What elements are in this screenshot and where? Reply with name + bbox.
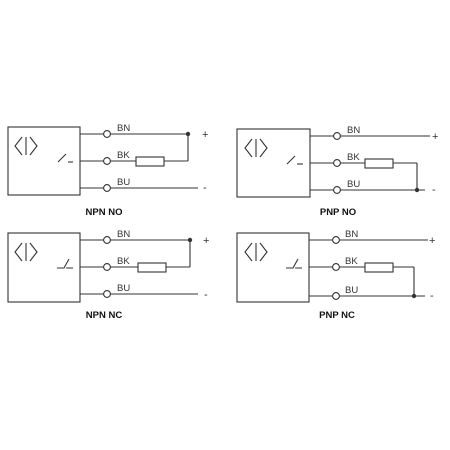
- plus-sign: +: [202, 129, 208, 141]
- wire-label-bu: BU: [117, 283, 130, 294]
- sensor-symbol-icon: [244, 138, 268, 158]
- minus-sign: -: [430, 290, 434, 302]
- load-resistor: [364, 262, 394, 273]
- terminal-bu: [332, 292, 340, 300]
- diagram-npn-nc: BN BK BU + - NPN NC: [7, 229, 209, 321]
- wire-label-bn: BN: [117, 229, 130, 240]
- terminal-bn: [332, 236, 340, 244]
- wire-label-bu: BU: [347, 179, 360, 190]
- terminal-bn: [103, 236, 111, 244]
- junction-dot: [411, 293, 417, 299]
- wire-label-bn: BN: [345, 229, 358, 240]
- terminal-bn: [103, 130, 111, 138]
- sensor-symbol-icon: [14, 242, 38, 262]
- terminal-bu: [103, 184, 111, 192]
- diagram-title: PNP NC: [319, 310, 355, 321]
- wire-label-bn: BN: [347, 125, 360, 136]
- load-resistor: [364, 158, 394, 169]
- terminal-bn: [333, 132, 341, 140]
- junction-dot: [187, 237, 193, 243]
- junction-dot: [185, 131, 191, 137]
- terminal-bk: [333, 159, 341, 167]
- wire-label-bu: BU: [117, 177, 130, 188]
- junction-dot: [414, 187, 420, 193]
- sensor-body: [7, 126, 81, 196]
- diagram-pnp-no: BN BK BU + - PNP NO: [236, 125, 438, 218]
- plus-sign: +: [432, 131, 438, 143]
- diagram-title: NPN NO: [86, 207, 123, 218]
- wire-label-bk: BK: [117, 150, 130, 161]
- switch-closed-icon: [57, 258, 73, 269]
- wire-label-bk: BK: [117, 256, 130, 267]
- terminal-bk: [332, 263, 340, 271]
- terminal-bk: [103, 263, 111, 271]
- load-resistor: [135, 156, 165, 167]
- wire-label-bu: BU: [345, 285, 358, 296]
- diagram-pnp-nc: BN BK BU + - PNP NC: [236, 229, 435, 321]
- plus-sign: +: [203, 235, 209, 247]
- sensor-symbol-icon: [14, 136, 38, 156]
- minus-sign: -: [204, 289, 208, 301]
- wire-label-bn: BN: [117, 123, 130, 134]
- switch-closed-icon: [286, 258, 302, 269]
- wire-label-bk: BK: [345, 256, 358, 267]
- sensor-symbol-icon: [244, 242, 268, 262]
- plus-sign: +: [429, 235, 435, 247]
- terminal-bu: [333, 186, 341, 194]
- load-resistor: [137, 262, 167, 273]
- diagram-title: NPN NC: [86, 310, 123, 321]
- switch-open-icon: [57, 153, 67, 163]
- diagram-npn-no: BN BK BU + - NPN NO: [7, 123, 208, 218]
- switch-open-icon: [286, 155, 296, 165]
- diagram-title: PNP NO: [320, 207, 356, 218]
- terminal-bk: [103, 157, 111, 165]
- wire-label-bk: BK: [347, 152, 360, 163]
- terminal-bu: [103, 290, 111, 298]
- minus-sign: -: [203, 182, 207, 194]
- sensor-body: [236, 128, 311, 198]
- minus-sign: -: [432, 184, 436, 196]
